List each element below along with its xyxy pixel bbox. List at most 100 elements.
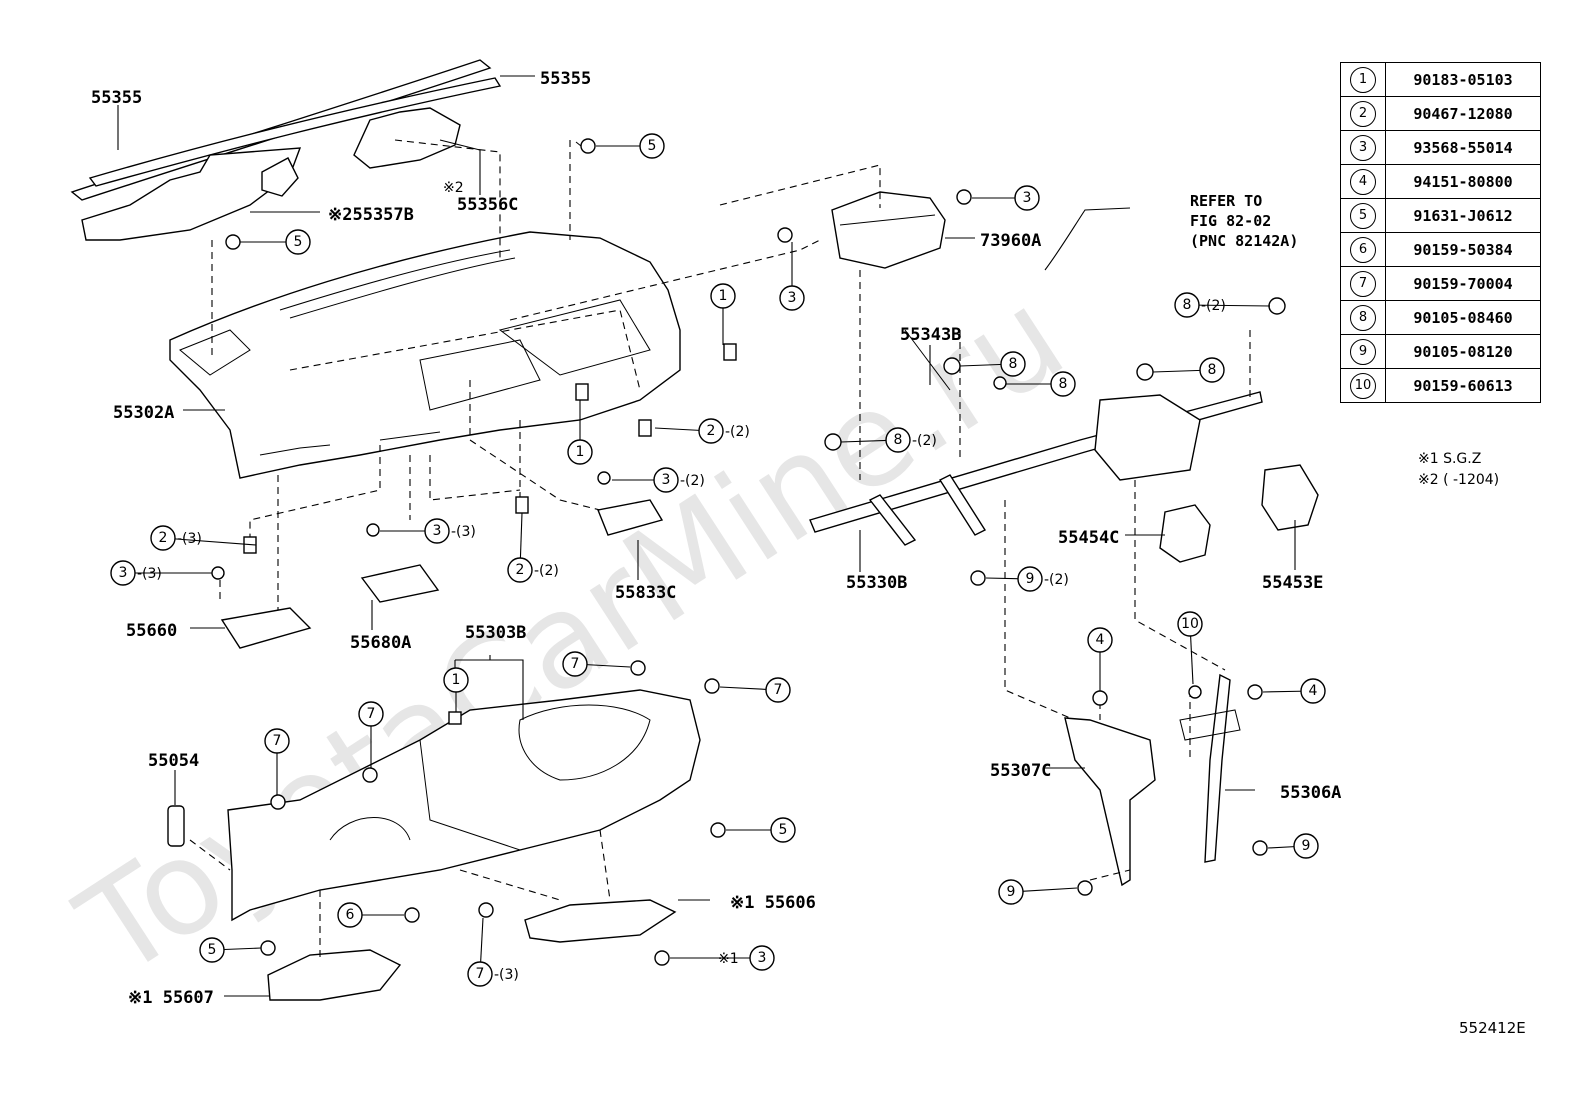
parts-table-row: 1 90183-05103 <box>1340 62 1541 97</box>
callout-circle <box>199 937 225 963</box>
callout-quantity: -(2) <box>680 473 705 489</box>
callout-bubbles: 5533112-(2)3-(2)8-(2)8888-(2)2-(3)3-(3)3… <box>110 133 1326 987</box>
footnote-1: ※1 S.G.Z <box>1418 451 1482 467</box>
label-55607: ※1 55607 <box>128 988 214 1008</box>
callout-number: 1 <box>576 444 585 460</box>
vent-55833c <box>597 499 664 536</box>
callout-circle <box>1174 292 1200 318</box>
callout: 1 <box>710 283 736 345</box>
callout-number: 3 <box>433 523 442 539</box>
label-55606: ※1 55606 <box>730 893 816 913</box>
parts-table-ref: 1 <box>1340 62 1386 97</box>
callout: 5 <box>199 937 262 963</box>
callout-circle <box>562 651 588 677</box>
label-55343b: 55343B <box>900 325 961 345</box>
callout: 3 <box>972 185 1040 211</box>
instrument-panel-55302a <box>169 231 681 479</box>
callout: 7-(3) <box>467 917 519 987</box>
panel-55357b <box>81 147 302 241</box>
ref-circle: 1 <box>1350 66 1376 93</box>
callout-circle <box>264 728 290 754</box>
refer-note: REFER TO FIG 82-02 (PNC 82142A) <box>1190 191 1298 251</box>
label-55356c: 55356C <box>457 195 518 215</box>
label-note-2: ※2 <box>443 180 464 196</box>
callout-number: 3 <box>788 290 797 306</box>
parts-table-ref: 4 <box>1340 164 1386 199</box>
callout: 3 <box>670 945 775 971</box>
parts-table-partno: 90105-08460 <box>1385 300 1541 335</box>
callout-circle <box>1199 357 1225 383</box>
callout-quantity: -(2) <box>725 424 750 440</box>
brace-55306a-plate <box>1179 709 1241 741</box>
callout: 9-(2) <box>985 566 1069 592</box>
label-55303b: 55303B <box>465 623 526 643</box>
ref-circle: 8 <box>1350 304 1376 331</box>
callout: 1 <box>567 400 593 465</box>
ref-circle: 3 <box>1350 134 1376 161</box>
callout-circle <box>1014 185 1040 211</box>
callout: 5 <box>596 133 665 159</box>
callout-number: 7 <box>774 682 783 698</box>
parts-table-partno: 90159-60613 <box>1385 368 1541 403</box>
callout-number: 9 <box>1302 838 1311 854</box>
ref-circle: 10 <box>1350 372 1376 399</box>
callout-circle <box>358 701 384 727</box>
callout-number: 5 <box>779 822 788 838</box>
label-55833c: 55833C <box>615 583 676 603</box>
callout-number: 4 <box>1096 632 1105 648</box>
callout: 9 <box>1267 833 1319 859</box>
parts-table-row: 3 93568-55014 <box>1340 130 1541 165</box>
callout-circle <box>1000 351 1026 377</box>
brace-55306a <box>1204 673 1231 863</box>
label-55453e: 55453E <box>1262 573 1323 593</box>
callout-circle <box>998 879 1024 905</box>
cover-55606 <box>524 899 677 943</box>
callout-circle <box>710 283 736 309</box>
callout-number: 3 <box>758 950 767 966</box>
callout-quantity: -(3) <box>451 524 476 540</box>
callout-quantity: -(2) <box>1044 572 1069 588</box>
label-55454c: 55454C <box>1058 528 1119 548</box>
callout-circle <box>885 427 911 453</box>
callout-number: 3 <box>119 565 128 581</box>
callout-number: 7 <box>273 733 282 749</box>
callout-number: 8 <box>894 432 903 448</box>
callout-number: 3 <box>662 472 671 488</box>
callout-number: 10 <box>1181 616 1199 632</box>
part-labels: 55355 55355 ※2 55356C ※255357B 55302A 73… <box>91 69 1341 1008</box>
label-55307c: 55307C <box>990 761 1051 781</box>
callout-leader <box>162 537 257 546</box>
callout: 7 <box>562 651 631 677</box>
parts-table-partno: 93568-55014 <box>1385 130 1541 165</box>
ref-circle: 7 <box>1350 270 1376 297</box>
label-55660: 55660 <box>126 621 177 641</box>
callout-leader <box>1186 304 1271 307</box>
callout-quantity: -(3) <box>494 967 519 983</box>
callout-number: 4 <box>1309 683 1318 699</box>
label-55054: 55054 <box>148 751 199 771</box>
callout-number: 3 <box>1023 190 1032 206</box>
callout-number: 8 <box>1183 297 1192 313</box>
callout-circle <box>1293 833 1319 859</box>
callout: 3 <box>779 242 805 311</box>
parts-table-partno: 90183-05103 <box>1385 62 1541 97</box>
callout-circle <box>765 677 791 703</box>
callout-circle <box>424 518 450 544</box>
panel-55356c <box>353 107 461 169</box>
ref-circle: 6 <box>1350 236 1376 263</box>
callout-quantity: -(3) <box>177 531 202 547</box>
callout: 3-(3) <box>110 560 212 586</box>
parts-table-partno: 90467-12080 <box>1385 96 1541 131</box>
lower-panel-55303b <box>227 689 701 922</box>
vent-55660 <box>220 607 312 649</box>
reinforcement-55330b <box>809 329 1263 546</box>
footnotes: ※1 S.G.Z ※2 ( -1204) <box>1418 449 1499 491</box>
callout: 8 <box>1006 371 1076 397</box>
callout: 2-(3) <box>150 525 257 551</box>
callout: 10 <box>1177 611 1203 685</box>
callout: 4 <box>1262 678 1326 704</box>
callout-number: 5 <box>208 942 217 958</box>
ref-circle: 2 <box>1350 100 1376 127</box>
